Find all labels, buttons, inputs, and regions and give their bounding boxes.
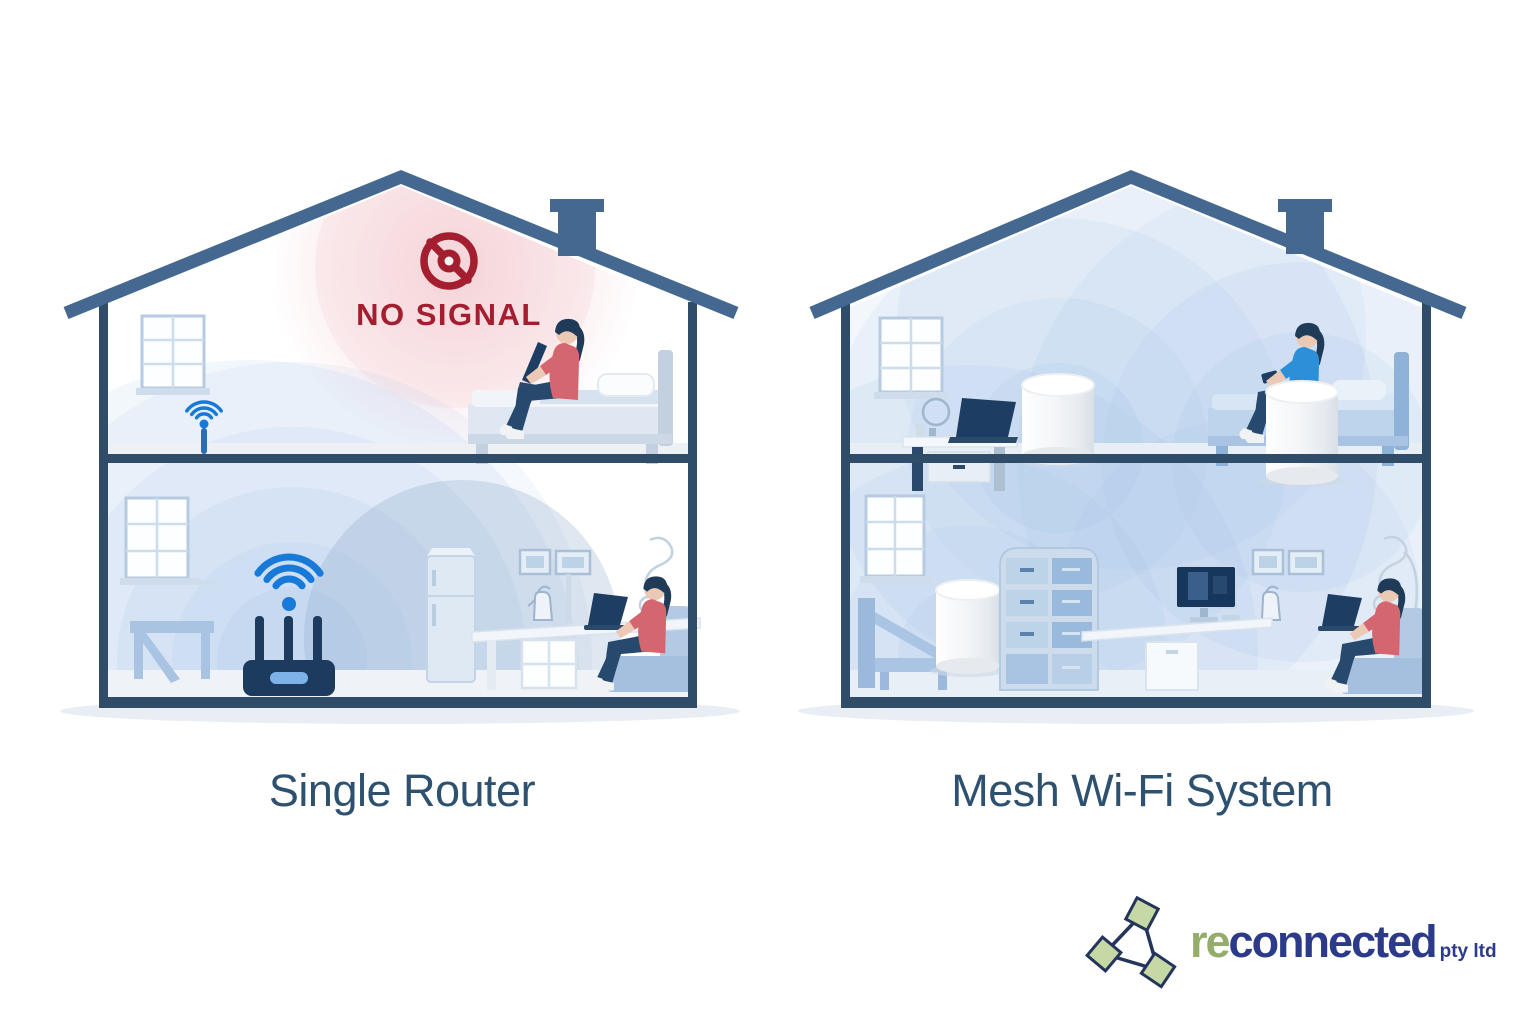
chimney [550, 199, 604, 256]
monitor [1175, 565, 1240, 622]
network-triangle-icon [1084, 895, 1177, 989]
house-base [841, 697, 1431, 708]
mesh-coverage [849, 186, 1423, 697]
no-signal-label: NO SIGNAL [356, 297, 542, 332]
house-base [99, 697, 697, 708]
jug-decor-right [1260, 585, 1282, 621]
drawer-chest [999, 547, 1099, 691]
armchair-right [1340, 608, 1428, 694]
window-upper-left [136, 314, 210, 395]
roof [63, 169, 739, 320]
fridge [426, 548, 476, 683]
no-signal-icon [420, 232, 478, 290]
mesh-node-upper-left [1017, 373, 1099, 467]
roof [809, 169, 1467, 320]
floor-divider [103, 454, 697, 463]
window-lower-right [860, 494, 932, 583]
jug-decor [527, 585, 554, 621]
brand-word-re: re [1190, 916, 1231, 967]
right-wall [1422, 302, 1431, 708]
floor-divider [849, 454, 1423, 463]
brand-suffix: pty ltd [1439, 941, 1497, 962]
wifi-router [243, 553, 335, 696]
mesh-node-upper-right [1259, 380, 1345, 487]
laptop-on-desk-right [1318, 594, 1364, 631]
weak-wifi-icon [185, 400, 223, 454]
left-house-caption: Single Router [268, 765, 536, 816]
desk-right [1081, 617, 1273, 691]
laptop-on-stand [948, 398, 1018, 443]
mesh-node-lower-left [930, 579, 1006, 677]
shelf-cubby [520, 638, 578, 690]
single-router-house [60, 169, 740, 724]
right-house-caption: Mesh Wi-Fi System [951, 765, 1333, 816]
brand-word-connected: connected [1228, 916, 1438, 967]
wall-frames-left [518, 548, 592, 622]
wall-frames-right [1251, 548, 1325, 576]
window-lower-left [120, 496, 218, 585]
laptop-on-desk-left [584, 593, 630, 630]
left-wall [841, 302, 850, 708]
chimney [1278, 199, 1332, 254]
mesh-house [798, 169, 1474, 724]
side-table [130, 621, 214, 683]
bench-bed [858, 598, 957, 690]
router-wifi-waves [254, 553, 324, 590]
right-wall [688, 302, 697, 708]
left-wall [99, 302, 108, 708]
window-upper-right [874, 316, 948, 399]
